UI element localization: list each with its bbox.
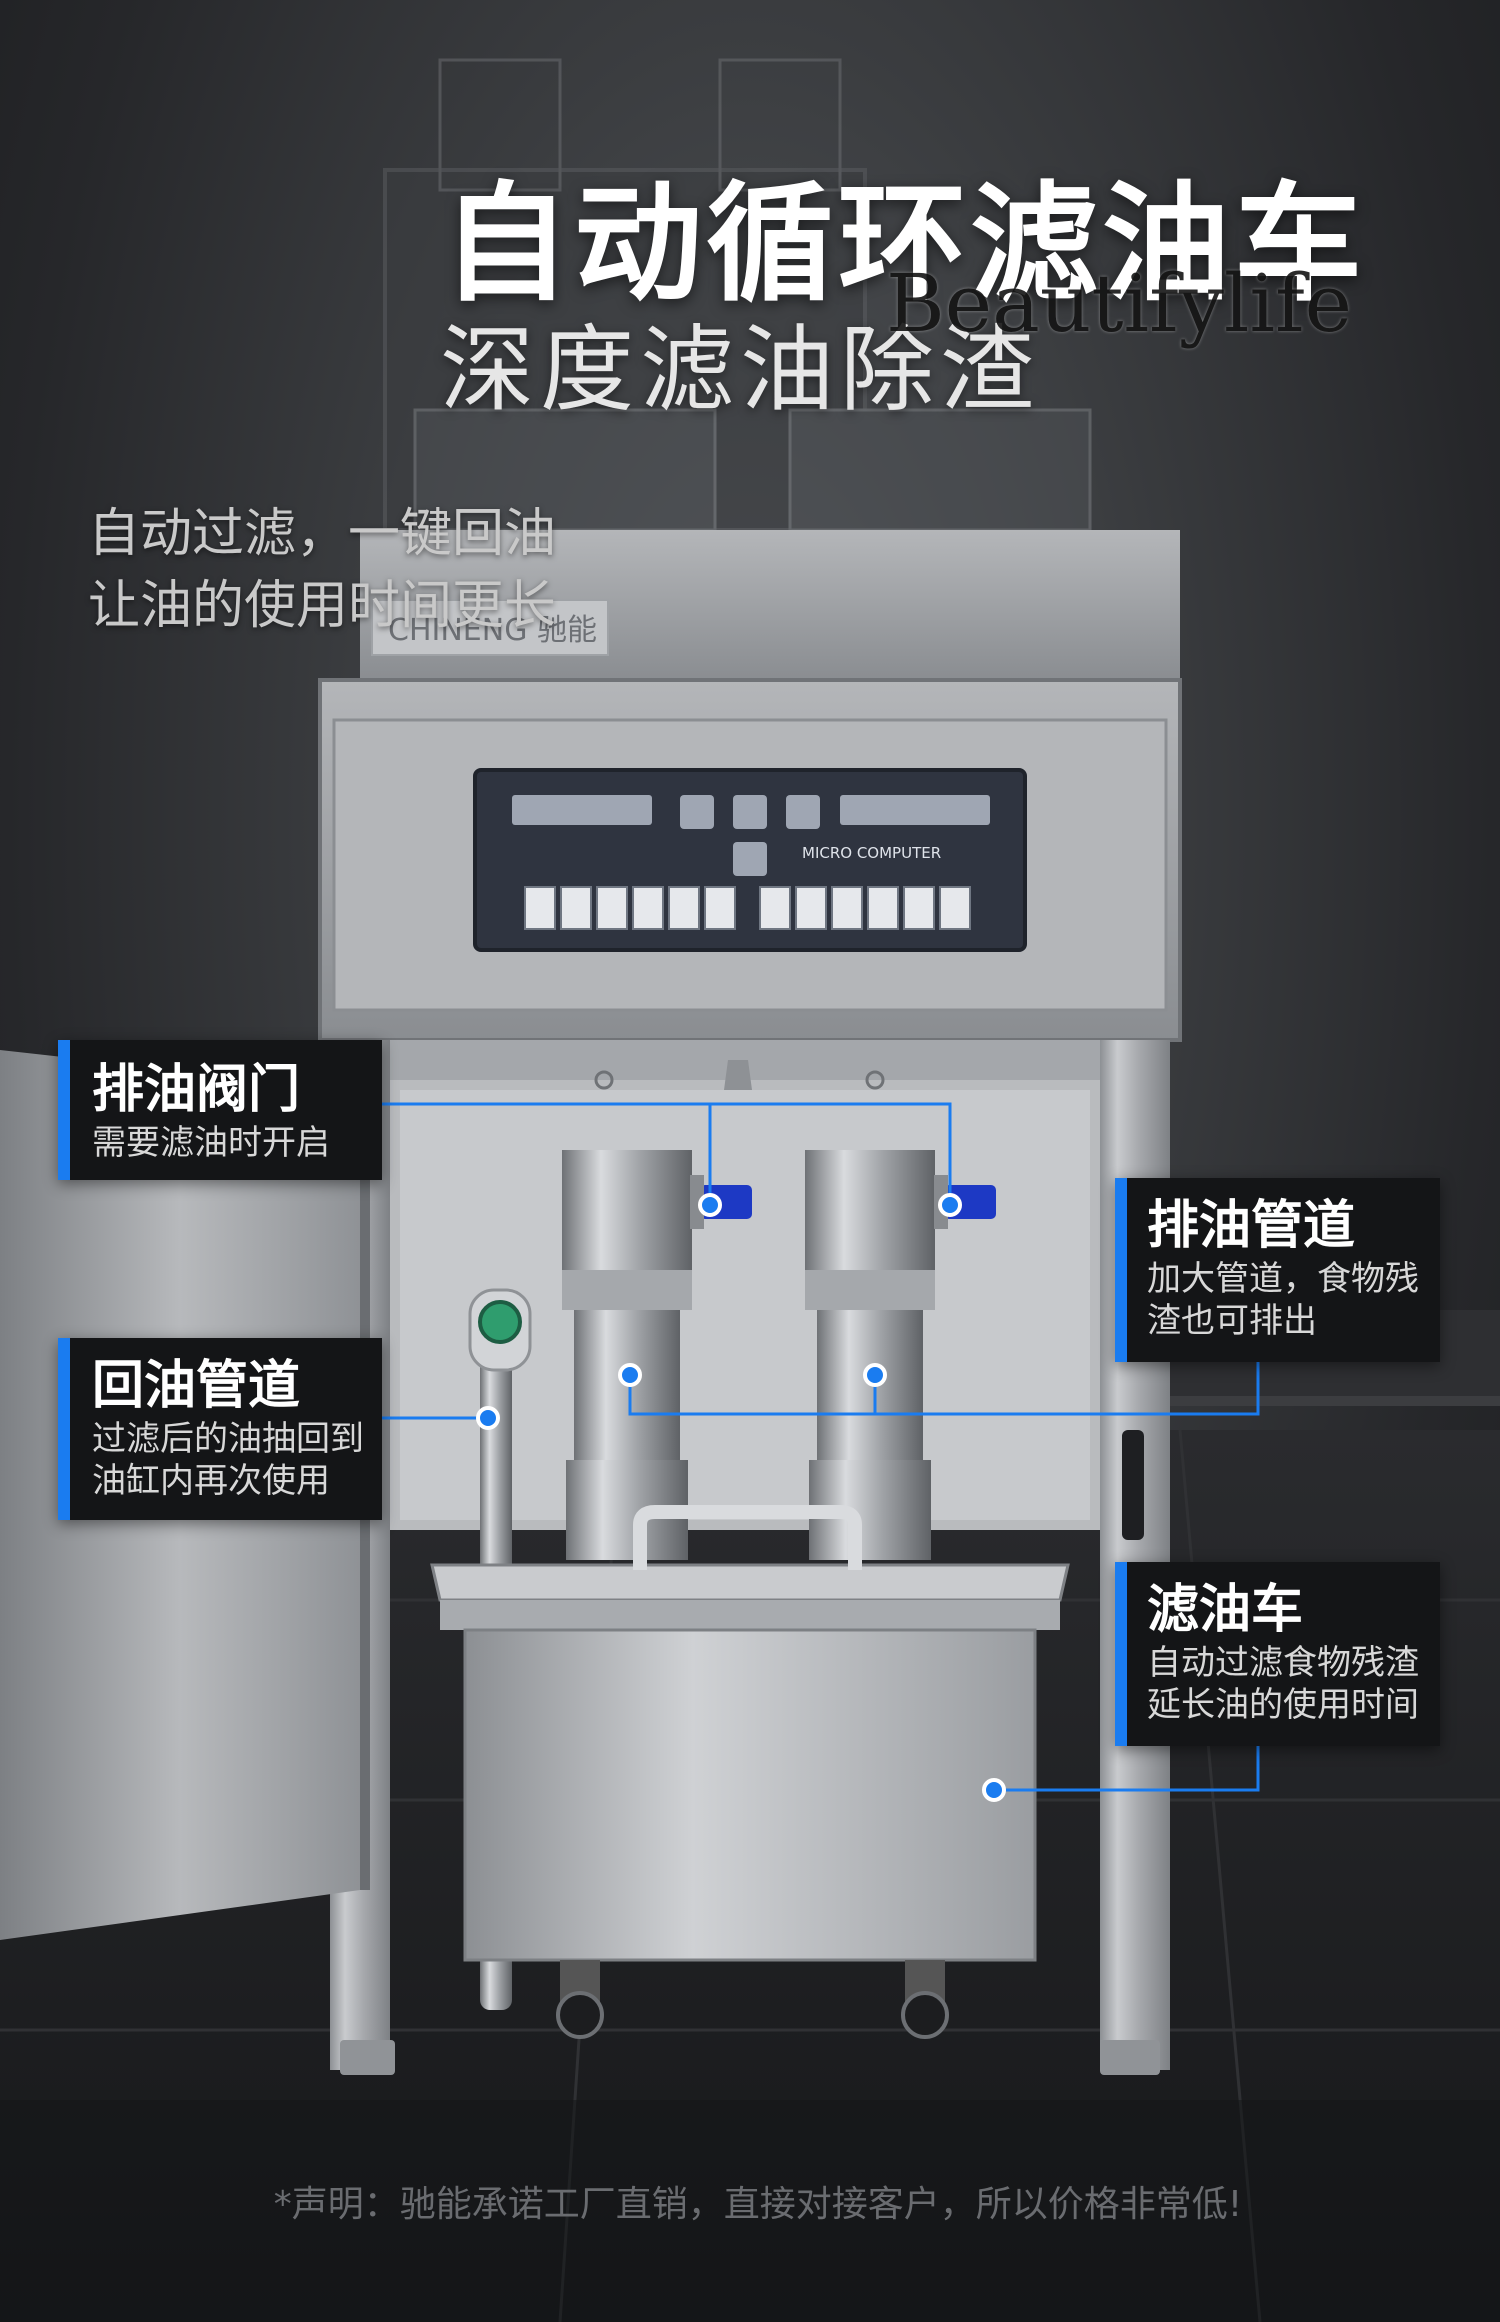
callout-desc-line: 延长油的使用时间 — [1147, 1685, 1419, 1725]
panel-brand: CHINENG 驰能 — [388, 613, 597, 648]
intro-text: 自动过滤，一键回油 让油的使用时间更长 — [88, 498, 648, 642]
micro-computer-label: MICRO COMPUTER — [802, 844, 941, 862]
intro-line-2: 让油的使用时间更长 — [88, 576, 557, 636]
callout-desc: 过滤后的油抽回到 油缸内再次使用 — [92, 1418, 382, 1502]
drain-pipes — [562, 1150, 935, 1560]
callout-desc-line: 渣也可排出 — [1147, 1301, 1317, 1341]
callout-desc: 加大管道，食物残 渣也可排出 — [1147, 1258, 1440, 1342]
callout-title: 回油管道 — [92, 1356, 301, 1416]
callout-desc: 需要滤油时开启 — [92, 1122, 382, 1164]
watermark-text: Beautifylife — [886, 257, 1353, 350]
main-title: 自动循环滤油车 — [442, 170, 1367, 319]
intro-line-1: 自动过滤，一键回油 — [88, 504, 557, 564]
callout-connectors — [382, 1102, 1260, 1792]
callout-title: 排油管道 — [1147, 1196, 1356, 1256]
callout-filter-cart: 滤油车 自动过滤食物残渣 延长油的使用时间 — [1115, 1562, 1440, 1746]
disclaimer-text: *声明：驰能承诺工厂直销，直接对接客户，所以价格非常低! — [273, 2184, 1243, 2225]
callout-return-pipe: 回油管道 过滤后的油抽回到 油缸内再次使用 — [58, 1338, 382, 1520]
callout-desc-line: 加大管道，食物残 — [1147, 1259, 1419, 1299]
callout-desc-line: 自动过滤食物残渣 — [1147, 1643, 1419, 1683]
cabinet-frame — [330, 1040, 1170, 1080]
callout-drain-pipe: 排油管道 加大管道，食物残 渣也可排出 — [1115, 1178, 1440, 1362]
filter-cart — [430, 1505, 1070, 2039]
fry-baskets — [383, 58, 1092, 532]
callout-desc-line: 油缸内再次使用 — [92, 1461, 330, 1501]
callout-desc-line: 过滤后的油抽回到 — [92, 1419, 364, 1459]
callout-desc: 自动过滤食物残渣 延长油的使用时间 — [1147, 1642, 1440, 1726]
main-subtitle: 深度滤油除渣 — [440, 316, 1041, 425]
callout-drain-valve: 排油阀门 需要滤油时开启 — [58, 1040, 382, 1180]
callout-title: 滤油车 — [1147, 1580, 1304, 1640]
callout-title: 排油阀门 — [92, 1060, 301, 1120]
callout-dots — [476, 1193, 1006, 1802]
callout-desc-line: 需要滤油时开启 — [92, 1123, 330, 1163]
